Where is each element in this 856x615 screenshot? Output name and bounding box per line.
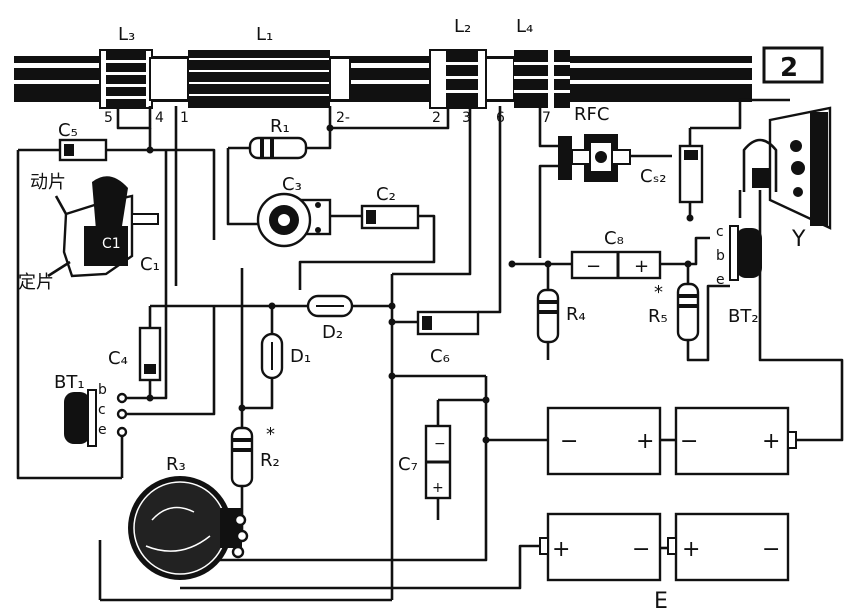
- c7-plus: +: [432, 480, 444, 496]
- moving-plates-text: 动片: [30, 172, 66, 193]
- label-c2: C₂: [376, 184, 396, 205]
- label-r4: R₄: [566, 304, 586, 325]
- capacitor-c6: [416, 310, 480, 336]
- fixed-plates-text: 定片: [18, 272, 54, 293]
- bt1-pin-e: e: [98, 422, 107, 438]
- battery-2-minus: −: [680, 429, 698, 454]
- battery-cell-1: [546, 406, 662, 476]
- battery-2-plus: +: [762, 429, 780, 454]
- capacitor-c7: [424, 424, 452, 500]
- diode-d1: [260, 332, 284, 380]
- label-r3: R₃: [166, 454, 186, 475]
- battery-1-minus: −: [560, 429, 578, 454]
- transistor-bt1: [64, 389, 128, 447]
- bt2-pin-c: c: [716, 224, 724, 240]
- battery-cell-4: [667, 512, 790, 582]
- speaker-y: [742, 106, 832, 230]
- label-y: Y: [791, 227, 806, 252]
- terminal-2b: 2: [432, 110, 441, 126]
- terminal-7: 7: [542, 110, 551, 126]
- label-r5: R₅: [648, 306, 668, 327]
- potentiometer-r3: [128, 476, 249, 580]
- label-c7: C₇: [398, 454, 418, 475]
- label-bt1: BT₁: [54, 372, 85, 393]
- c8-minus: −: [586, 256, 601, 277]
- terminal-1: 1: [180, 110, 189, 126]
- c1-body-mark: C1: [102, 236, 121, 252]
- figure-number: 2: [780, 53, 798, 83]
- label-d1: D₁: [290, 346, 311, 367]
- coil-l3: [99, 49, 153, 109]
- battery-cell-2: [674, 406, 797, 476]
- terminal-5: 5: [104, 110, 113, 126]
- moving-plates-leader: [54, 195, 68, 215]
- coil-l1: [149, 50, 351, 108]
- label-rfc: RFC: [574, 104, 609, 125]
- coil-l2: [429, 49, 487, 109]
- r5-mark: *: [654, 282, 663, 303]
- label-moving-plates-1: 动片: [30, 172, 66, 193]
- label-c6: C₆: [430, 346, 450, 367]
- figure-number-box: 2: [762, 46, 824, 84]
- variable-capacitor-c1: C1: [62, 176, 159, 278]
- transistor-bt2: [729, 225, 762, 281]
- label-c3: C₃: [282, 174, 302, 195]
- battery-4-plus: +: [682, 537, 700, 562]
- battery-3-plus: +: [552, 537, 570, 562]
- label-e: E: [654, 589, 668, 614]
- bt1-pin-b: b: [98, 382, 107, 398]
- terminal-4: 4: [155, 110, 164, 126]
- battery-cell-3: [539, 512, 662, 582]
- capacitor-c8: [570, 250, 662, 280]
- capacitor-c2: [360, 204, 420, 230]
- c7-minus: −: [434, 436, 446, 452]
- r2-mark: *: [266, 424, 275, 445]
- capacitor-cs2: [678, 144, 704, 204]
- battery-3-minus: −: [632, 537, 650, 562]
- label-l2: L₂: [454, 16, 471, 37]
- label-d2: D₂: [322, 322, 343, 343]
- label-c8: C₈: [604, 228, 624, 249]
- label-l1: L₁: [256, 24, 273, 45]
- resistor-r4: [536, 288, 560, 344]
- wiring: [16, 98, 844, 602]
- label-cs2: Cₛ₂: [640, 166, 667, 187]
- c8-plus: +: [634, 256, 649, 277]
- battery-4-minus: −: [762, 537, 780, 562]
- label-l4: L₄: [516, 16, 533, 37]
- resistor-r2: [230, 426, 254, 488]
- label-l3: L₃: [118, 24, 135, 45]
- label-r1: R₁: [270, 116, 290, 137]
- resistor-r5: [676, 282, 700, 342]
- junction-dots: [146, 124, 694, 444]
- resistor-r1: [248, 136, 308, 160]
- fixed-plates-leader: [47, 260, 71, 278]
- capacitor-c5: [58, 138, 108, 162]
- capacitor-c4: [138, 326, 162, 382]
- label-c1: C₁: [140, 254, 160, 275]
- label-fixed-plates: 定片: [18, 272, 54, 293]
- bt1-pin-c: c: [98, 402, 106, 418]
- terminal-3: 3: [462, 110, 471, 126]
- bt2-pin-e: e: [716, 272, 725, 288]
- label-c4: C₄: [108, 348, 128, 369]
- terminal-2a: 2-: [336, 110, 350, 126]
- trimmer-capacitor-c3: [256, 192, 332, 248]
- label-bt2: BT₂: [728, 306, 759, 327]
- label-r2: R₂: [260, 450, 280, 471]
- rf-choke-rfc: [558, 134, 631, 182]
- battery-1-plus: +: [636, 429, 654, 454]
- bt2-pin-b: b: [716, 248, 725, 264]
- coil-l4: [485, 50, 570, 108]
- diode-d2: [306, 294, 354, 318]
- label-c5: C₅: [58, 120, 78, 141]
